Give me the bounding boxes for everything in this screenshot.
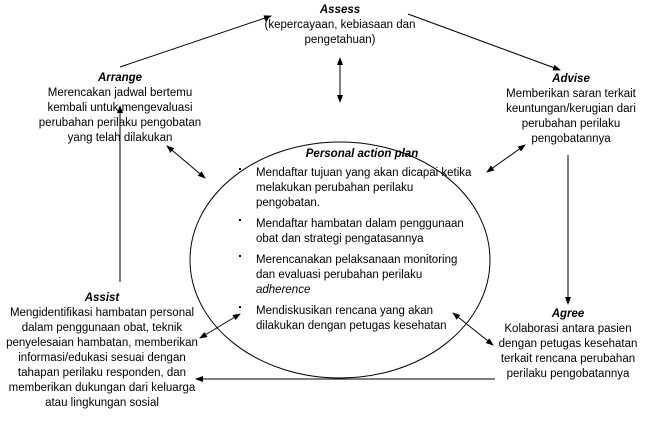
agree-body: Kolaborasi antara pasien dengan petugas … <box>498 323 638 380</box>
plan-title: Personal action plan <box>305 148 419 160</box>
assist-title: Assist <box>84 292 120 304</box>
agree-title: Agree <box>551 308 585 320</box>
plan-list: Mendaftar tujuan yang akan dicapai ketik… <box>232 166 472 334</box>
plan-item: Mendaftar tujuan yang akan dicapai ketik… <box>232 166 472 211</box>
plan-item-text: Merencanakan pelaksanaan monitoring dan … <box>256 254 458 281</box>
advise-title: Advise <box>552 73 590 85</box>
node-agree: Agree Kolaborasi antara pasien dengan pe… <box>488 307 648 382</box>
assess-body: (kepercayaan, kebiasaan dan pengetahuan) <box>264 19 416 46</box>
plan-item-italic: adherence <box>256 284 311 296</box>
arrow-agree-plan <box>452 312 494 346</box>
arrow-assess-to-advise <box>407 13 561 71</box>
plan-item: Mendiskusikan rencana yang akan dilakuka… <box>232 304 472 334</box>
arrow-advise-plan <box>486 144 526 173</box>
personal-action-plan-ellipse <box>189 141 491 379</box>
assist-body: Mengidentifikasi hambatan personal dalam… <box>6 307 198 409</box>
assess-title: Assess <box>319 4 361 16</box>
arrange-body: Merencakan jadwal bertemu kembali untuk … <box>38 87 202 144</box>
node-assist: Assist Mengidentifikasi hambatan persona… <box>2 291 202 411</box>
node-assess: Assess (kepercayaan, kebiasaan dan penge… <box>255 3 425 48</box>
arrange-title: Arrange <box>97 72 143 84</box>
arrow-arrange-plan <box>166 145 206 179</box>
plan-item: Mendaftar hambatan dalam penggunaan obat… <box>232 217 472 247</box>
arrow-arrange-to-assess <box>119 15 272 68</box>
arrow-assist-plan <box>199 313 241 339</box>
node-arrange: Arrange Merencakan jadwal bertemu kembal… <box>30 71 210 146</box>
plan-item: Merencanakan pelaksanaan monitoring dan … <box>232 253 472 298</box>
personal-action-plan: Personal action plan Mendaftar tujuan ya… <box>232 147 472 340</box>
advise-body: Memberikan saran terkait keuntungan/keru… <box>506 88 636 145</box>
node-advise: Advise Memberikan saran terkait keuntung… <box>495 72 647 147</box>
